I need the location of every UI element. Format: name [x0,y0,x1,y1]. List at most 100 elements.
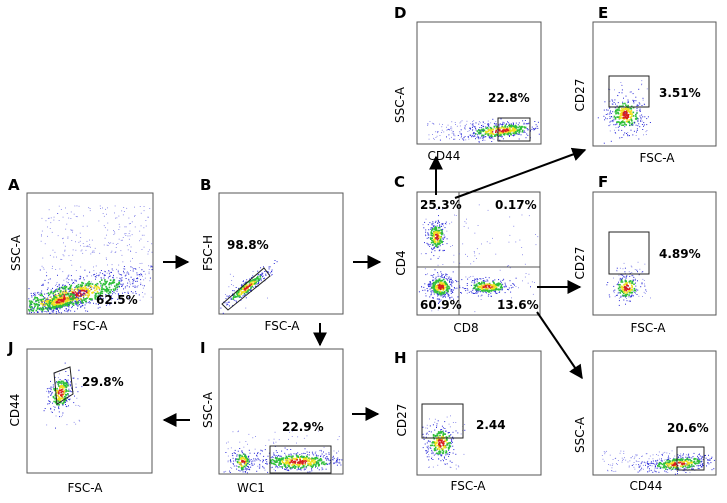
density-dot [104,290,106,292]
density-dot [295,454,298,457]
density-dot [256,454,257,456]
density-dot [676,464,679,467]
density-dot [612,100,614,102]
density-dot [616,123,618,125]
density-dot [53,256,55,258]
density-dot [42,302,44,305]
density-dot [276,452,278,453]
density-dot [256,276,259,279]
density-dot [646,461,648,463]
density-dot [495,253,497,255]
density-dot [57,294,59,297]
density-dot [52,249,54,251]
density-dot [603,451,605,453]
density-dot [451,285,453,287]
density-dot [453,134,455,136]
density-dot [237,294,239,296]
density-dot [525,273,527,274]
density-dot [228,305,230,307]
density-dot [689,462,691,464]
density-dot [523,123,525,125]
density-dot [474,232,476,234]
density-dot [48,308,50,310]
density-dot [438,292,441,295]
density-dot [518,287,519,289]
density-dot [430,290,432,292]
density-dot [634,468,636,470]
panel-a-gate-percent: 62.5% [96,293,138,307]
density-dot [117,288,118,290]
density-dot [650,461,652,463]
density-dot [674,467,677,469]
density-dot [317,465,320,467]
density-dot [446,453,448,455]
density-dot [149,249,150,251]
density-dot [635,112,637,114]
density-dot [434,250,436,252]
density-dot [76,285,78,287]
density-dot [30,300,33,303]
density-dot [291,464,293,466]
density-dot [245,290,248,292]
density-dot [314,452,316,454]
density-dot [615,112,617,115]
density-dot [527,129,529,131]
density-dot [121,279,123,281]
density-dot [68,304,70,305]
density-dot [303,469,305,471]
density-dot [251,464,253,466]
density-dot [118,223,120,225]
density-dot [28,306,30,308]
density-dot [490,284,492,286]
density-dot [509,125,511,127]
density-dot [46,271,47,273]
density-dot [432,235,434,238]
density-dot [471,124,473,126]
density-dot [90,286,93,288]
density-dot [72,254,74,256]
density-dot [56,298,59,300]
density-dot [482,137,484,139]
density-dot [436,238,439,241]
density-dot [58,301,60,304]
density-dot [484,291,486,293]
density-dot [616,116,618,118]
density-dot [304,468,306,470]
density-dot [279,457,281,460]
density-dot [668,457,670,459]
panel-a-x-label: FSC-A [73,319,109,333]
density-dot [314,458,317,460]
density-dot [315,461,318,463]
density-dot [277,467,279,469]
density-dot [705,457,707,459]
density-dot [77,304,79,306]
density-dot [476,291,477,293]
density-dot [674,473,676,475]
density-dot [125,226,127,228]
density-dot [428,285,430,287]
density-dot [109,295,111,297]
density-dot [47,226,48,228]
density-dot [620,114,623,116]
density-dot [441,273,443,275]
density-dot [604,119,606,121]
density-dot [60,312,62,314]
density-dot [476,258,477,259]
density-dot [636,110,638,112]
density-dot [642,271,644,273]
density-dot [63,293,65,296]
density-dot [439,239,441,242]
density-dot [233,465,235,467]
density-dot [514,128,516,130]
density-dot [52,310,54,312]
density-dot [474,281,476,283]
density-dot [93,266,94,268]
density-dot [644,292,646,294]
density-dot [488,293,490,295]
density-dot [534,128,536,129]
density-dot [266,463,268,465]
density-dot [701,455,703,457]
density-dot [435,131,437,133]
density-dot [616,294,618,296]
density-dot [631,465,633,466]
